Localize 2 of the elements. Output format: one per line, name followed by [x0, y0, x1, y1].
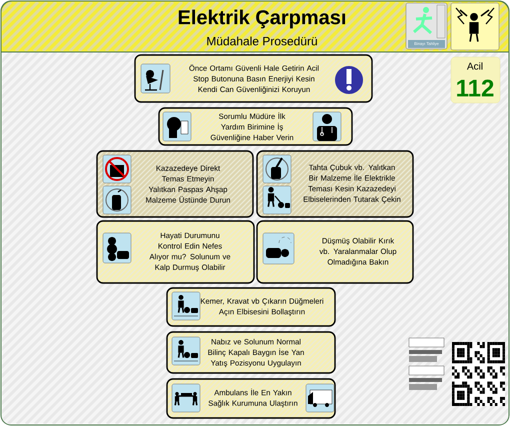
emergency-number-box: Acil 112 — [450, 56, 500, 104]
title: Elektrik Çarpması — [178, 10, 346, 28]
